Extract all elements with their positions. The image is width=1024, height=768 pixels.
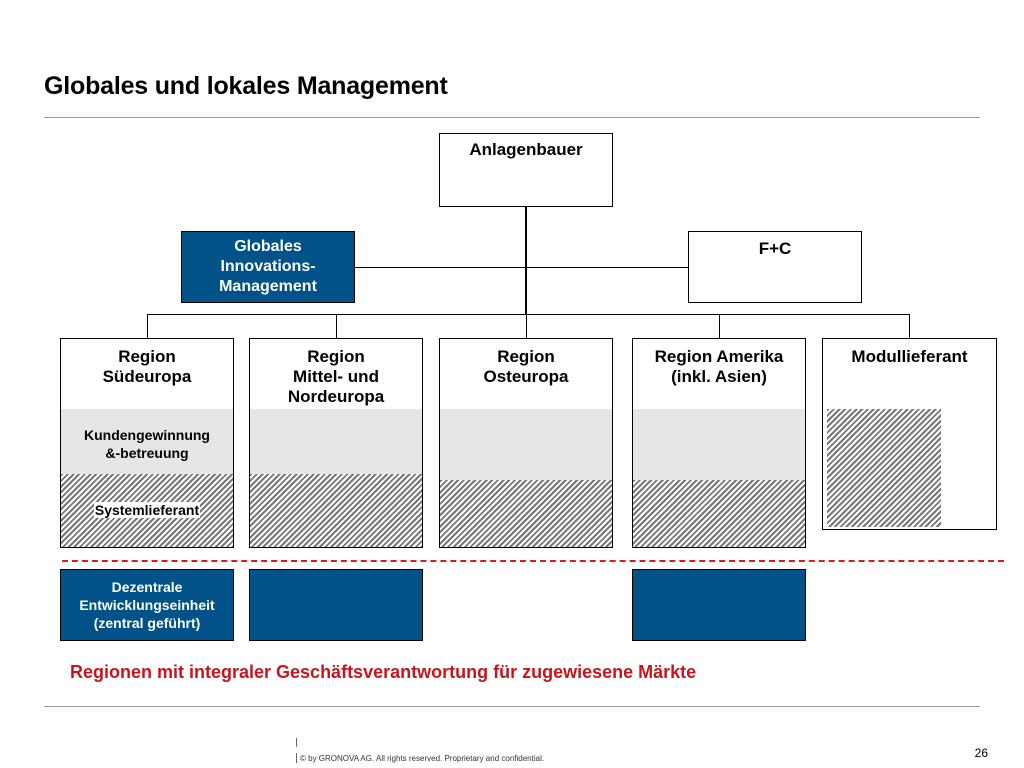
region-mittel-line-3: Nordeuropa [287,387,385,406]
region-suedeuropa-system-cell: Systemlieferant [60,474,234,548]
page-title: Globales und lokales Management [44,72,448,100]
connector-region-1 [147,314,148,339]
connector-region-2 [336,314,337,339]
region-suedeuropa-line-2: Südeuropa [102,367,192,386]
region-box-osteuropa: Region Osteuropa [439,338,613,410]
page-number: 26 [974,746,988,760]
region-box-suedeuropa: Region Südeuropa [60,338,234,410]
region-amerika-customer-cell [632,409,806,481]
modullieferant-label: Modullieferant [851,347,968,366]
connector-region-4 [719,314,720,339]
modullieferant-hatch-area [827,409,941,527]
region-osteuropa-line-2: Osteuropa [483,367,569,386]
connector-trunk [525,207,527,315]
footer-tick-upper [296,738,297,747]
org-box-global-innovation: Globales Innovations- Management [181,231,355,303]
region-amerika-line-2: (inkl. Asien) [671,367,767,386]
decentral-unit-mittel-nordeuropa [249,569,423,641]
connector-side-branch [354,267,689,268]
connector-region-5 [909,314,910,339]
region-suedeuropa-customer-cell: Kundengewinnung &-betreuung [60,409,234,475]
region-osteuropa-line-1: Region [497,347,555,366]
org-box-fc: F+C [688,231,862,303]
customer-label-line-2: &-betreuung [105,445,189,461]
decentral-unit-amerika [632,569,806,641]
org-box-anlagenbauer-label: Anlagenbauer [469,140,583,159]
global-innovation-line-1: Globales [234,238,302,255]
region-amerika-system-cell [632,480,806,548]
customer-label-line-1: Kundengewinnung [84,427,210,443]
system-label: Systemlieferant [93,502,201,518]
region-mittel-line-2: Mittel- und [293,367,379,386]
region-amerika-line-1: Region Amerika [654,347,784,366]
region-osteuropa-customer-cell [439,409,613,481]
global-innovation-line-2: Innovations- [220,258,316,275]
region-mittel-line-1: Region [307,347,365,366]
decentral-line-3: (zentral geführt) [93,615,201,631]
title-divider [44,117,980,118]
region-suedeuropa-line-1: Region [118,347,176,366]
decentral-line-2: Entwicklungseinheit [79,597,215,613]
decentral-line-1: Dezentrale [111,579,183,595]
modullieferant-body [822,409,997,530]
global-innovation-line-3: Management [219,278,317,295]
region-box-amerika: Region Amerika (inkl. Asien) [632,338,806,410]
region-mittel-system-cell [249,474,423,548]
decentral-unit-suedeuropa: Dezentrale Entwicklungseinheit (zentral … [60,569,234,641]
regions-note: Regionen mit integraler Geschäftsverantw… [70,662,697,682]
copyright-text: © by GRONOVA AG. All rights reserved. Pr… [300,754,545,763]
footer-divider [44,706,980,707]
region-box-modullieferant: Modullieferant [822,338,997,410]
region-mittel-customer-cell [249,409,423,475]
org-box-fc-label: F+C [758,239,792,258]
dashed-separator [62,560,1004,562]
region-osteuropa-system-cell [439,480,613,548]
footer-tick-lower [296,753,297,763]
connector-region-3 [526,314,527,339]
org-box-anlagenbauer: Anlagenbauer [439,133,613,207]
connector-regions-bar [147,314,910,315]
region-box-mittel-nordeuropa: Region Mittel- und Nordeuropa [249,338,423,410]
